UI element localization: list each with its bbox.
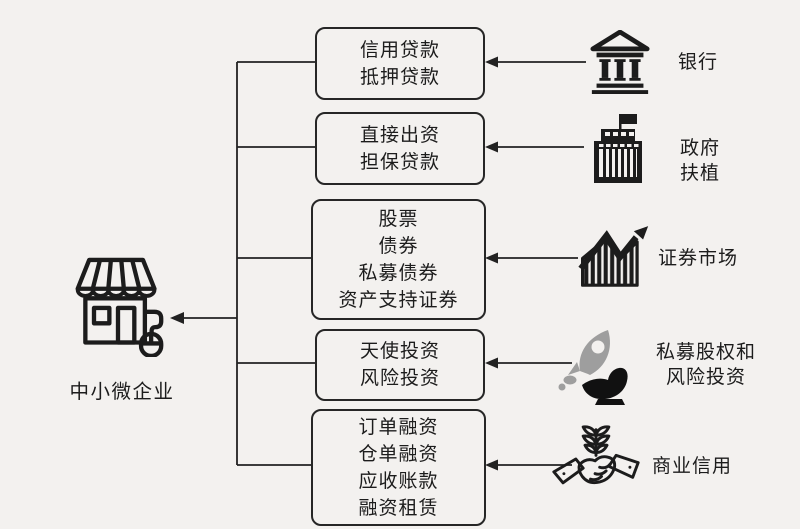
source-label-securities-market: 证券市场 (658, 247, 739, 269)
enterprise-label: 中小微企业 (69, 380, 175, 403)
financing-box-trade-credit: 订单融资 仓单融资 应收账款 融资租赁 (311, 409, 486, 526)
rocket-in-hand-icon (558, 330, 628, 405)
source-label-government: 政府 扶植 (680, 137, 721, 184)
source-label-bank: 银行 (678, 51, 719, 73)
source-label-private-equity: 私募股权和 风险投资 (655, 341, 756, 388)
financing-box-bank-loans: 信用贷款 抵押贷款 (315, 27, 485, 100)
box-text: 天使投资 风险投资 (359, 340, 440, 389)
box-text: 直接出资 担保贷款 (359, 123, 440, 173)
box-text: 订单融资 仓单融资 应收账款 融资租赁 (358, 415, 439, 519)
government-building-icon (594, 114, 642, 183)
financing-box-venture: 天使投资 风险投资 (315, 329, 485, 401)
arrowheads (170, 56, 498, 471)
bank-icon (590, 30, 650, 94)
financing-box-government: 直接出资 担保贷款 (315, 112, 485, 185)
source-label-commercial-credit: 商业信用 (652, 455, 733, 477)
storefront-mouse-icon (75, 257, 164, 357)
box-text: 信用贷款 抵押贷款 (359, 38, 440, 88)
financing-box-securities: 股票 债券 私募债券 资产支持证券 (311, 199, 486, 320)
stock-chart-icon (578, 226, 649, 287)
box-text: 股票 债券 私募债券 资产支持证券 (338, 207, 459, 311)
handshake-sprout-icon (552, 425, 640, 485)
